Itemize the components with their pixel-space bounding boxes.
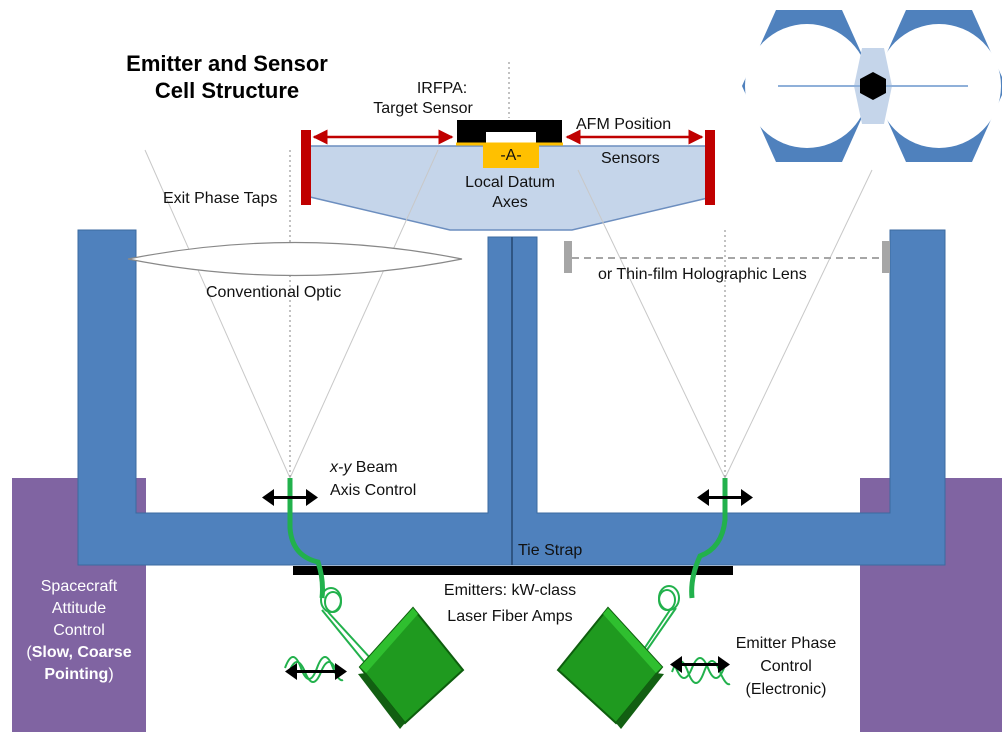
attitude-label-line-5: Pointing — [44, 666, 109, 683]
exit-phase-tap-left — [301, 130, 311, 205]
emitters-label-line-1: Emitters: kW-class — [443, 582, 577, 599]
afm-label-line-1: AFM Position — [576, 116, 672, 133]
holographic-lens-pad-right — [882, 241, 890, 273]
optical-path-lines — [144, 149, 873, 479]
emitters-label-line-2: Laser Fiber Amps — [447, 608, 573, 625]
double-arrow-icon-emitter-left — [285, 663, 347, 680]
title-line-2: Cell Structure — [154, 78, 300, 103]
hexagonal-cell-pair-icon — [742, 10, 1002, 162]
datum-marker-box — [483, 143, 539, 168]
fiber-right — [689, 478, 728, 599]
exit-phase-taps-label: Exit Phase Taps — [163, 190, 278, 207]
beam-control-variable: x-y — [330, 459, 352, 476]
laser-fiber-amp-icon-right — [556, 606, 664, 729]
datum-marker-label: -A- — [500, 147, 522, 164]
irfpa-label-line-1: IRFPA: — [416, 80, 468, 97]
holographic-lens-pad-left — [564, 241, 572, 273]
afm-label-line-2: Sensors — [601, 150, 660, 167]
title-line-1: Emitter and Sensor — [126, 51, 328, 76]
emitter-phase-label-line-3: (Electronic) — [745, 681, 827, 698]
datum-label-line-2: Axes — [492, 194, 528, 211]
fiber-left — [287, 478, 325, 599]
beam-control-label-line-1: Beam — [351, 459, 398, 476]
attitude-paren-close: ) — [108, 666, 114, 683]
attitude-label-line-4: Slow, Coarse — [31, 644, 132, 661]
beam-control-label-line-2: Axis Control — [330, 482, 417, 499]
tie-strap-bar — [293, 566, 733, 575]
fiber-coil-left — [320, 587, 373, 665]
laser-fiber-amp-icon-left — [358, 606, 465, 729]
conventional-optic-label: Conventional Optic — [206, 284, 342, 301]
tie-strap-label: Tie Strap — [518, 542, 583, 559]
emitter-phase-label-line-1: Emitter Phase — [735, 635, 837, 652]
datum-label-line-1: Local Datum — [465, 174, 555, 191]
holographic-lens-label: or Thin-film Holographic Lens — [598, 266, 807, 283]
irfpa-label-line-2: Target Sensor — [373, 100, 473, 117]
exit-phase-tap-right — [705, 130, 715, 205]
conventional-optic-lens — [127, 241, 463, 277]
double-arrow-icon-beam-left — [262, 489, 318, 506]
attitude-label-line-2: Attitude — [51, 600, 107, 617]
double-arrow-icon-emitter-right — [670, 656, 730, 673]
double-arrow-icon-beam-right — [697, 489, 753, 506]
attitude-label-line-3: Control — [53, 622, 105, 639]
emitter-phase-label-line-2: Control — [760, 658, 812, 675]
irfpa-sensor-window — [486, 132, 536, 143]
attitude-paren-open: ( — [26, 644, 32, 661]
axis-dotted-lines — [289, 62, 726, 478]
attitude-label-line-1: Spacecraft — [40, 578, 118, 595]
